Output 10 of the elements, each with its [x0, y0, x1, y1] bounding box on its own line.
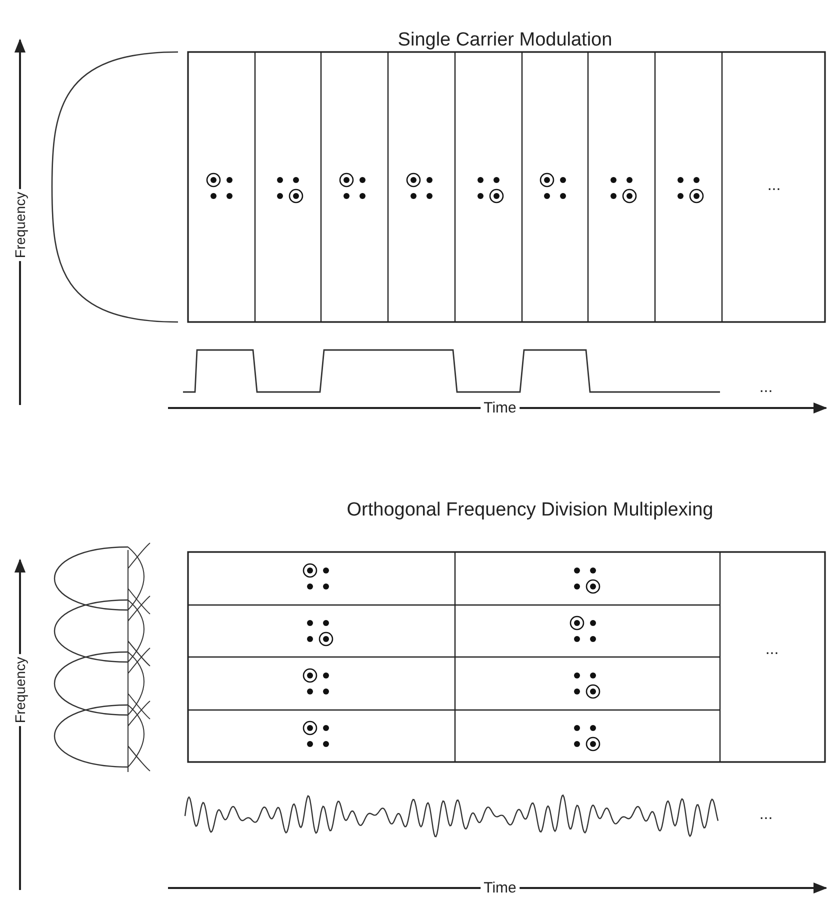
ellipsis: ... — [759, 380, 773, 396]
panel-title: Single Carrier Modulation — [398, 30, 612, 50]
axis-label: Time — [480, 880, 520, 896]
axis-label: Time — [480, 400, 520, 416]
ellipsis: ... — [765, 642, 779, 658]
ellipsis: ... — [767, 178, 781, 194]
axis-label: Frequency — [13, 188, 27, 262]
panel-title: Orthogonal Frequency Division Multiplexing — [346, 500, 714, 520]
ellipsis: ... — [759, 807, 773, 823]
axis-label: Frequency — [13, 654, 27, 726]
